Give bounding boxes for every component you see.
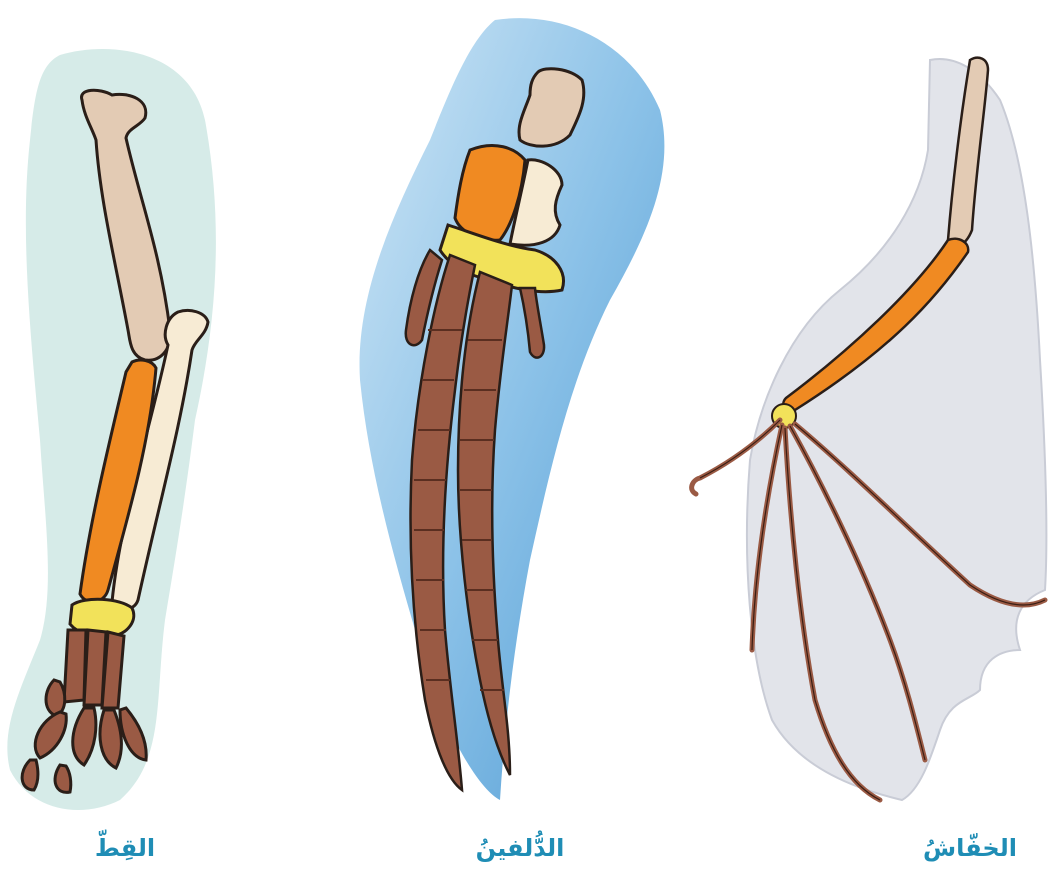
caption-cat: القِطّ <box>30 828 220 868</box>
caption-bat: الخفّاشُ <box>900 828 1040 868</box>
bat-wing-diagram <box>680 0 1051 820</box>
dolphin-flipper-diagram <box>330 0 690 820</box>
cat-limb-diagram <box>0 0 240 820</box>
caption-dolphin: الدُّلفينُ <box>450 828 590 868</box>
dolphin-flipper-outline <box>360 18 665 800</box>
